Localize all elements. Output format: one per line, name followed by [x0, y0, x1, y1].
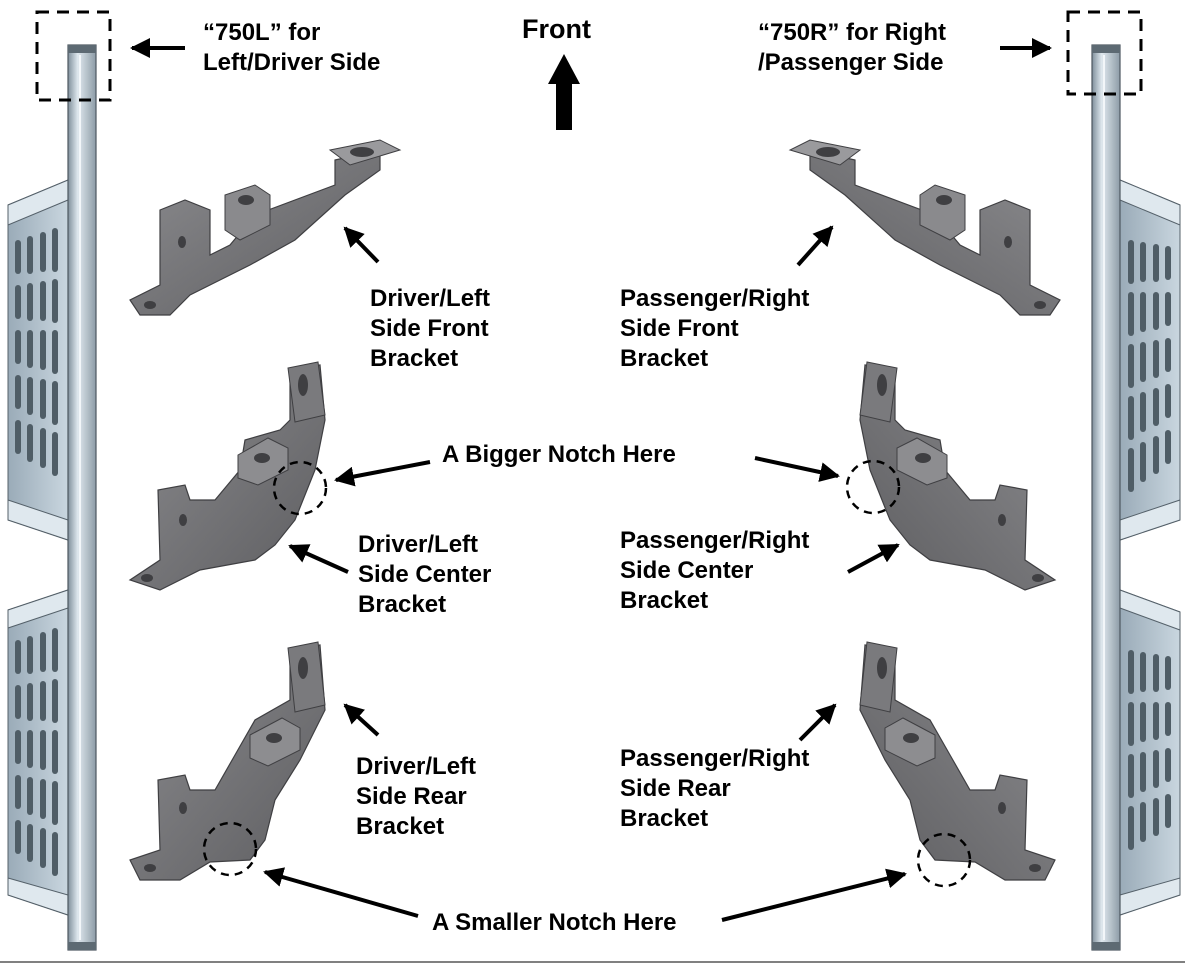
- left-step-lower: [8, 590, 68, 915]
- right-step-upper: [1120, 180, 1180, 540]
- front-label: Front: [522, 14, 591, 44]
- driver-rear-label: Driver/Left Side Rear Bracket: [356, 752, 476, 842]
- right-marker-label: “750R” for Right /Passenger Side: [758, 18, 946, 78]
- right-step-lower: [1120, 590, 1180, 915]
- passenger-rear-bracket-shape: [860, 642, 1055, 880]
- left-marker-label: “750L” for Left/Driver Side: [203, 18, 380, 78]
- left-running-board: [8, 45, 96, 950]
- driver-center-bracket-shape: [130, 362, 325, 590]
- smaller-notch-label: A Smaller Notch Here: [432, 908, 677, 938]
- arrow-passenger-rear: [800, 705, 835, 740]
- arrow-smaller-notch-right: [722, 874, 905, 920]
- arrow-driver-front: [345, 228, 378, 262]
- passenger-rear-label: Passenger/Right Side Rear Bracket: [620, 744, 809, 834]
- arrow-bigger-notch-left: [336, 462, 430, 480]
- arrow-passenger-center: [848, 545, 898, 572]
- front-arrow: [548, 54, 580, 130]
- passenger-center-bracket-shape: [860, 362, 1055, 590]
- left-step-upper: [8, 180, 68, 540]
- arrow-driver-center: [290, 546, 348, 572]
- driver-rear-bracket-shape: [130, 642, 325, 880]
- right-running-board: [1092, 45, 1180, 950]
- arrow-driver-rear: [345, 705, 378, 735]
- bigger-notch-label: A Bigger Notch Here: [442, 440, 676, 470]
- passenger-front-label: Passenger/Right Side Front Bracket: [620, 284, 809, 374]
- driver-front-bracket-shape: [130, 140, 400, 315]
- arrow-smaller-notch-left: [265, 872, 418, 916]
- driver-front-label: Driver/Left Side Front Bracket: [370, 284, 490, 374]
- passenger-center-label: Passenger/Right Side Center Bracket: [620, 526, 809, 616]
- arrow-bigger-notch-right: [755, 458, 838, 476]
- driver-center-label: Driver/Left Side Center Bracket: [358, 530, 491, 620]
- arrow-passenger-front: [798, 227, 832, 265]
